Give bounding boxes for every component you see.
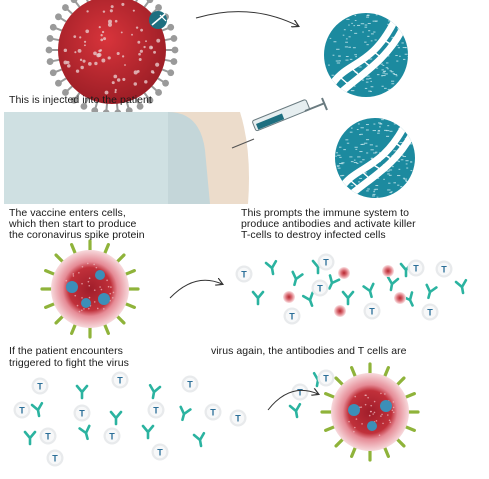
infected-cell-icon (40, 239, 140, 339)
arrow-icon (195, 11, 298, 26)
antibody-icon (109, 410, 123, 426)
t-cell-icon: T (111, 371, 129, 389)
antibody-icon (362, 282, 375, 299)
svg-text:T: T (19, 405, 25, 415)
svg-text:T: T (45, 431, 51, 441)
svg-text:T: T (297, 387, 303, 397)
t-cell-icon: T (235, 265, 253, 283)
t-cell-icon: T (103, 427, 121, 445)
syringe-icon (231, 97, 328, 149)
arrow-icon (267, 390, 318, 411)
caption-encounter-before: If the patient encounters (9, 345, 123, 357)
svg-text:T: T (317, 283, 323, 293)
t-cell-icon: T (283, 307, 301, 325)
antibody-icon (23, 430, 37, 446)
antibody-icon (341, 290, 355, 306)
caption-encounter-line2: triggered to fight the virus (9, 357, 129, 369)
antibody-icon (301, 291, 314, 307)
t-cell-icon: T (31, 377, 49, 395)
antibody-icon (264, 259, 278, 276)
antibody-icon (288, 402, 302, 419)
antibody-icon (251, 290, 265, 306)
t-cell-icon: T (229, 409, 247, 427)
virus-icon (45, 0, 179, 117)
t-cell-icon: T (435, 260, 453, 278)
dna-circle-icon (324, 13, 408, 97)
antibody-icon (291, 270, 304, 287)
caption-immune-response: This prompts the immune system to produc… (241, 207, 416, 241)
svg-text:T: T (157, 447, 163, 457)
t-cell-icon: T (407, 259, 425, 277)
svg-text:T: T (37, 381, 43, 391)
t-cell-icon: T (147, 401, 165, 419)
t-cell-icon: T (39, 427, 57, 445)
memory-immune-cluster: T T T T T T T T T T T T T T (13, 369, 335, 467)
infected-cell-fragment-icon (334, 305, 346, 317)
antibody-icon (386, 275, 400, 292)
redaction-box (147, 344, 207, 358)
caption-injected: This is injected into the patient (9, 94, 152, 106)
t-cell-icon: T (317, 369, 335, 387)
svg-text:T: T (323, 257, 329, 267)
t-cell-icon: T (363, 302, 381, 320)
svg-text:T: T (441, 264, 447, 274)
infected-cell-icon (320, 362, 420, 462)
caption-enters-cells: The vaccine enters cells, which then sta… (9, 207, 145, 241)
caption-encounter-after: virus again, the antibodies and T cells … (211, 345, 407, 357)
svg-text:T: T (52, 453, 58, 463)
t-cell-icon: T (311, 279, 329, 297)
antibody-icon (141, 424, 155, 440)
svg-text:T: T (153, 405, 159, 415)
antibody-icon (30, 401, 44, 418)
antibody-icon (75, 384, 89, 400)
patient-arm-illustration (4, 112, 249, 204)
arrow-icon (169, 280, 222, 299)
svg-text:T: T (187, 379, 193, 389)
svg-text:T: T (323, 373, 329, 383)
needle-badge-icon (149, 11, 167, 29)
antibody-icon (454, 278, 468, 295)
t-cell-icon: T (151, 443, 169, 461)
immune-response-cluster: T T T T T T T T (235, 253, 468, 325)
t-cell-icon: T (421, 303, 439, 321)
infected-cell-fragment-icon (382, 265, 394, 277)
t-cell-icon: T (204, 403, 222, 421)
antibody-icon (328, 274, 341, 290)
antibody-icon (179, 405, 192, 422)
svg-text:T: T (117, 375, 123, 385)
t-cell-icon: T (291, 383, 309, 401)
t-cell-icon: T (73, 404, 91, 422)
infected-cell-fragment-icon (283, 291, 295, 303)
svg-text:T: T (413, 263, 419, 273)
t-cell-icon: T (317, 253, 335, 271)
svg-text:T: T (289, 311, 295, 321)
svg-text:T: T (109, 431, 115, 441)
svg-text:T: T (369, 306, 375, 316)
antibody-icon (148, 383, 162, 400)
svg-text:T: T (210, 407, 216, 417)
svg-text:T: T (79, 408, 85, 418)
infected-cell-fragment-icon (338, 267, 350, 279)
infected-cell-fragment-icon (394, 292, 406, 304)
svg-text:T: T (235, 413, 241, 423)
t-cell-icon: T (13, 401, 31, 419)
t-cell-icon: T (46, 449, 64, 467)
antibody-icon (192, 431, 206, 448)
antibody-icon (425, 283, 438, 300)
dna-circle-icon (335, 118, 415, 198)
antibody-icon (78, 424, 91, 441)
svg-text:T: T (427, 307, 433, 317)
t-cell-icon: T (181, 375, 199, 393)
svg-text:T: T (241, 269, 247, 279)
